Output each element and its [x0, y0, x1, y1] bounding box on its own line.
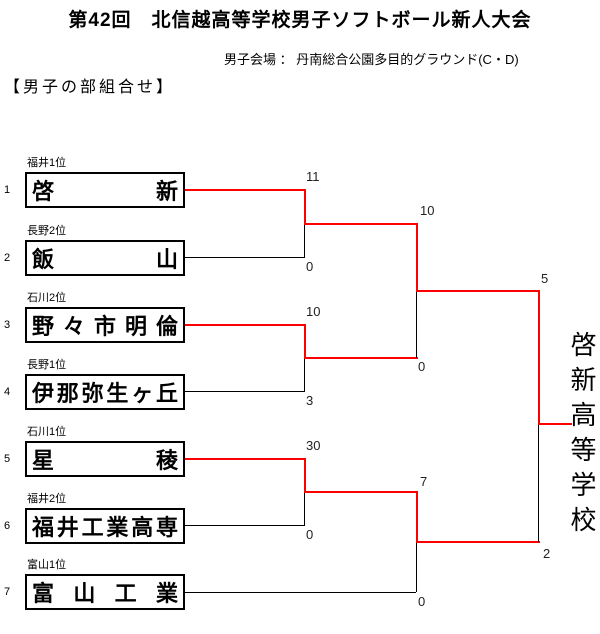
- score-qf2-top: 10: [306, 304, 321, 319]
- team-box: 福井工業高専: [25, 508, 185, 544]
- score-sf1-bottom: 0: [418, 359, 426, 374]
- team-box: 伊那弥生ヶ丘: [25, 374, 185, 410]
- team-region: 長野2位: [27, 225, 67, 237]
- qf2-join-line-upper: [304, 324, 306, 358]
- score-qf3-bottom: 0: [306, 527, 314, 542]
- score-sf2-bottom: 0: [418, 594, 426, 609]
- qf2-advance-line: [304, 357, 418, 359]
- team-slot-2: 長野2位 2 飯山: [0, 224, 195, 276]
- qf3-loser-line: [185, 525, 304, 526]
- sf1-advance-line: [416, 290, 540, 292]
- team-seed: 5: [4, 453, 11, 465]
- champion-name: 啓新高等学校: [567, 331, 597, 541]
- sf2-join-line-lower: [416, 542, 417, 592]
- team7-line: [185, 592, 416, 593]
- team-region: 長野1位: [27, 359, 67, 371]
- team-name: 啓新: [32, 179, 178, 204]
- score-qf1-top: 11: [306, 169, 320, 184]
- sf1-join-line-lower: [416, 291, 417, 358]
- venue-label: 男子会場 ： 丹南総合公園多目的グラウンド(C・D): [224, 52, 519, 67]
- score-final-top: 5: [541, 271, 549, 286]
- team-slot-4: 長野1位 4 伊那弥生ヶ丘: [0, 358, 195, 410]
- team-name: 富山工業: [32, 581, 178, 606]
- champion-line: [538, 423, 572, 425]
- team-box: 啓新: [25, 172, 185, 208]
- score-qf1-bottom: 0: [306, 259, 314, 274]
- team-slot-1: 福井1位 1 啓新: [0, 156, 195, 208]
- team-name: 福井工業高専: [32, 515, 178, 540]
- team-slot-6: 福井2位 6 福井工業高専: [0, 492, 195, 544]
- qf2-join-line-lower: [304, 358, 305, 392]
- qf2-winner-line: [185, 324, 306, 326]
- qf1-winner-line: [185, 189, 306, 191]
- team-seed: 1: [4, 184, 11, 196]
- team-name: 伊那弥生ヶ丘: [32, 381, 178, 406]
- qf3-join-line-lower: [304, 492, 305, 526]
- team-region: 石川1位: [27, 426, 67, 438]
- team-region: 石川2位: [27, 292, 67, 304]
- team-box: 富山工業: [25, 574, 185, 610]
- score-final-bottom: 2: [543, 546, 551, 561]
- qf3-join-line-upper: [304, 458, 306, 492]
- team-seed: 2: [4, 252, 11, 264]
- team-slot-3: 石川2位 3 野々市明倫: [0, 291, 195, 343]
- sf2-advance-line: [416, 541, 540, 543]
- sf2-join-line-upper: [416, 491, 418, 542]
- qf1-join-line-lower: [304, 224, 305, 258]
- score-qf3-top: 30: [306, 438, 321, 453]
- team-name: 飯山: [32, 247, 178, 272]
- team-box: 野々市明倫: [25, 307, 185, 343]
- team-seed: 3: [4, 319, 11, 331]
- qf1-loser-line: [185, 257, 304, 258]
- team-seed: 7: [4, 586, 11, 598]
- team-name: 野々市明倫: [32, 314, 178, 339]
- final-join-line-upper: [538, 290, 540, 424]
- qf2-loser-line: [185, 391, 304, 392]
- team-region: 福井2位: [27, 493, 67, 505]
- qf1-join-line-upper: [304, 189, 306, 224]
- team-box: 星稜: [25, 441, 185, 477]
- qf1-advance-line: [304, 223, 418, 225]
- score-sf1-top: 10: [420, 203, 435, 218]
- final-join-line-lower: [538, 424, 539, 542]
- team-seed: 4: [4, 386, 11, 398]
- team-seed: 6: [4, 520, 11, 532]
- sf1-join-line-upper: [416, 223, 418, 291]
- team-slot-5: 石川1位 5 星稜: [0, 425, 195, 477]
- page-title: 第42回 北信越高等学校男子ソフトボール新人大会: [68, 10, 532, 31]
- team-region: 富山1位: [27, 559, 67, 571]
- qf3-advance-line: [304, 491, 418, 493]
- team-name: 星稜: [32, 448, 178, 473]
- team-box: 飯山: [25, 240, 185, 276]
- team-region: 福井1位: [27, 157, 67, 169]
- section-label: 【男子の部組合せ】: [4, 79, 176, 96]
- score-qf2-bottom: 3: [306, 393, 314, 408]
- score-sf2-top: 7: [420, 474, 428, 489]
- qf3-winner-line: [185, 458, 306, 460]
- team-slot-7: 富山1位 7 富山工業: [0, 558, 195, 610]
